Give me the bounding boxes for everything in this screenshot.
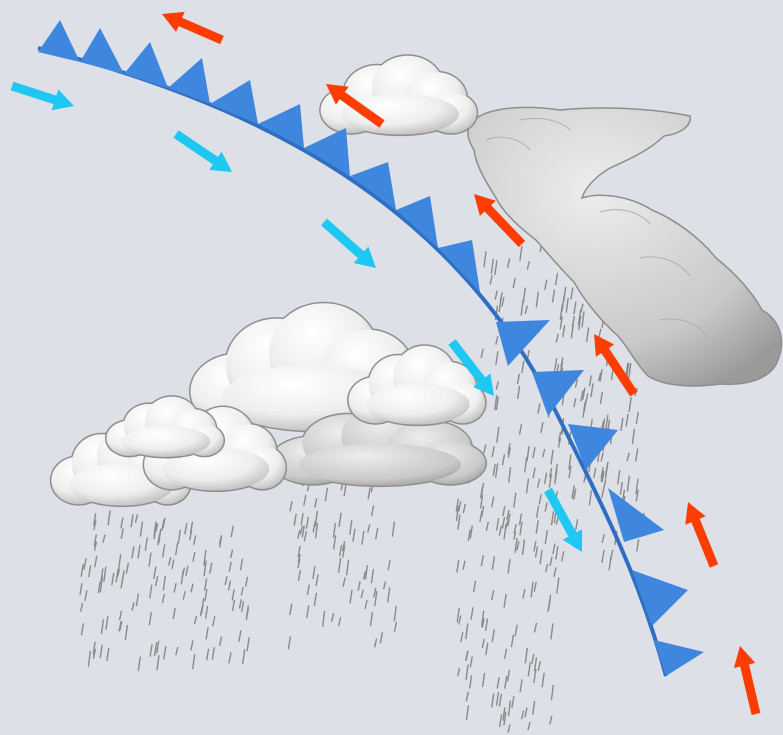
cold-front-diagram <box>0 0 783 735</box>
